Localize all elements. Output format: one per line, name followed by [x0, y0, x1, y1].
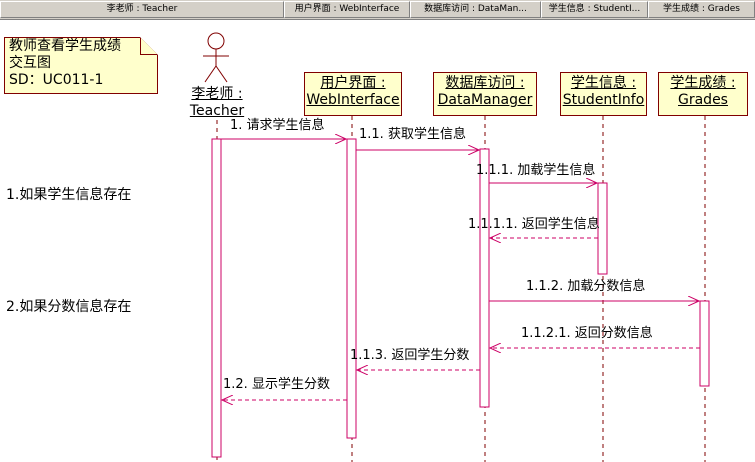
- lifeline-studentinfo-name: 学生信息 :: [570, 75, 637, 91]
- actor-class: Teacher: [189, 103, 245, 119]
- diagram-note[interactable]: 教师查看学生成绩 交互图 SD：UC011-1: [4, 37, 158, 94]
- actor-icon[interactable]: [203, 32, 229, 83]
- message-label-1-1-2[interactable]: 1.1.2. 加载分数信息: [526, 279, 646, 294]
- lifeline-studentinfo[interactable]: 学生信息 : StudentInfo: [560, 72, 647, 116]
- activation-datamanager: [479, 148, 490, 408]
- lifeline-grades-name: 学生成绩 :: [670, 75, 736, 91]
- lifeline-grades[interactable]: 学生成绩 : Grades: [658, 72, 748, 116]
- header-bar: 李老师 : Teacher 用户界面 : WebInterface 数据库访问 …: [0, 0, 755, 20]
- activation-grades: [699, 300, 710, 387]
- lifeline-webinterface-class: WebInterface: [306, 92, 400, 108]
- activation-teacher: [211, 138, 222, 458]
- lifeline-datamanager[interactable]: 数据库访问 : DataManager: [433, 72, 537, 116]
- actor-name: 李老师 :: [191, 86, 243, 102]
- message-label-1-1-1-1[interactable]: 1.1.1.1. 返回学生信息: [468, 217, 600, 232]
- message-label-1-1-1[interactable]: 1.1.1. 加载学生信息: [476, 163, 596, 178]
- header-tab-teacher[interactable]: 李老师 : Teacher: [0, 1, 284, 18]
- lifeline-webinterface[interactable]: 用户界面 : WebInterface: [304, 72, 402, 116]
- message-label-1[interactable]: 1. 请求学生信息: [230, 118, 325, 133]
- message-label-1-1[interactable]: 1.1. 获取学生信息: [359, 127, 466, 142]
- lifeline-webinterface-name: 用户界面 :: [320, 75, 386, 91]
- lifeline-datamanager-class: DataManager: [437, 92, 533, 108]
- header-tab-datamanager[interactable]: 数据库访问 : DataMan...: [410, 1, 541, 18]
- condition-label-1: 1.如果学生信息存在: [6, 187, 132, 203]
- activation-studentinfo: [597, 182, 608, 275]
- note-title: 教师查看学生成绩: [9, 38, 121, 54]
- activation-webinterface: [346, 138, 357, 439]
- actor-teacher-label[interactable]: 李老师 : Teacher: [185, 86, 249, 120]
- header-tab-webinterface[interactable]: 用户界面 : WebInterface: [284, 1, 410, 18]
- message-label-1-1-3[interactable]: 1.1.3. 返回学生分数: [350, 348, 470, 363]
- message-label-1-1-2-1[interactable]: 1.1.2.1. 返回分数信息: [521, 326, 653, 341]
- lifeline-datamanager-name: 数据库访问 :: [445, 75, 525, 91]
- note-sd-id: SD：UC011-1: [9, 72, 104, 88]
- message-label-1-2[interactable]: 1.2. 显示学生分数: [223, 377, 330, 392]
- header-tab-studentinfo[interactable]: 学生信息 : StudentI...: [541, 1, 648, 18]
- condition-label-2: 2.如果分数信息存在: [6, 299, 132, 315]
- note-subtitle: 交互图: [9, 55, 51, 71]
- lifeline-studentinfo-class: StudentInfo: [562, 92, 645, 108]
- lifeline-grades-class: Grades: [678, 92, 728, 108]
